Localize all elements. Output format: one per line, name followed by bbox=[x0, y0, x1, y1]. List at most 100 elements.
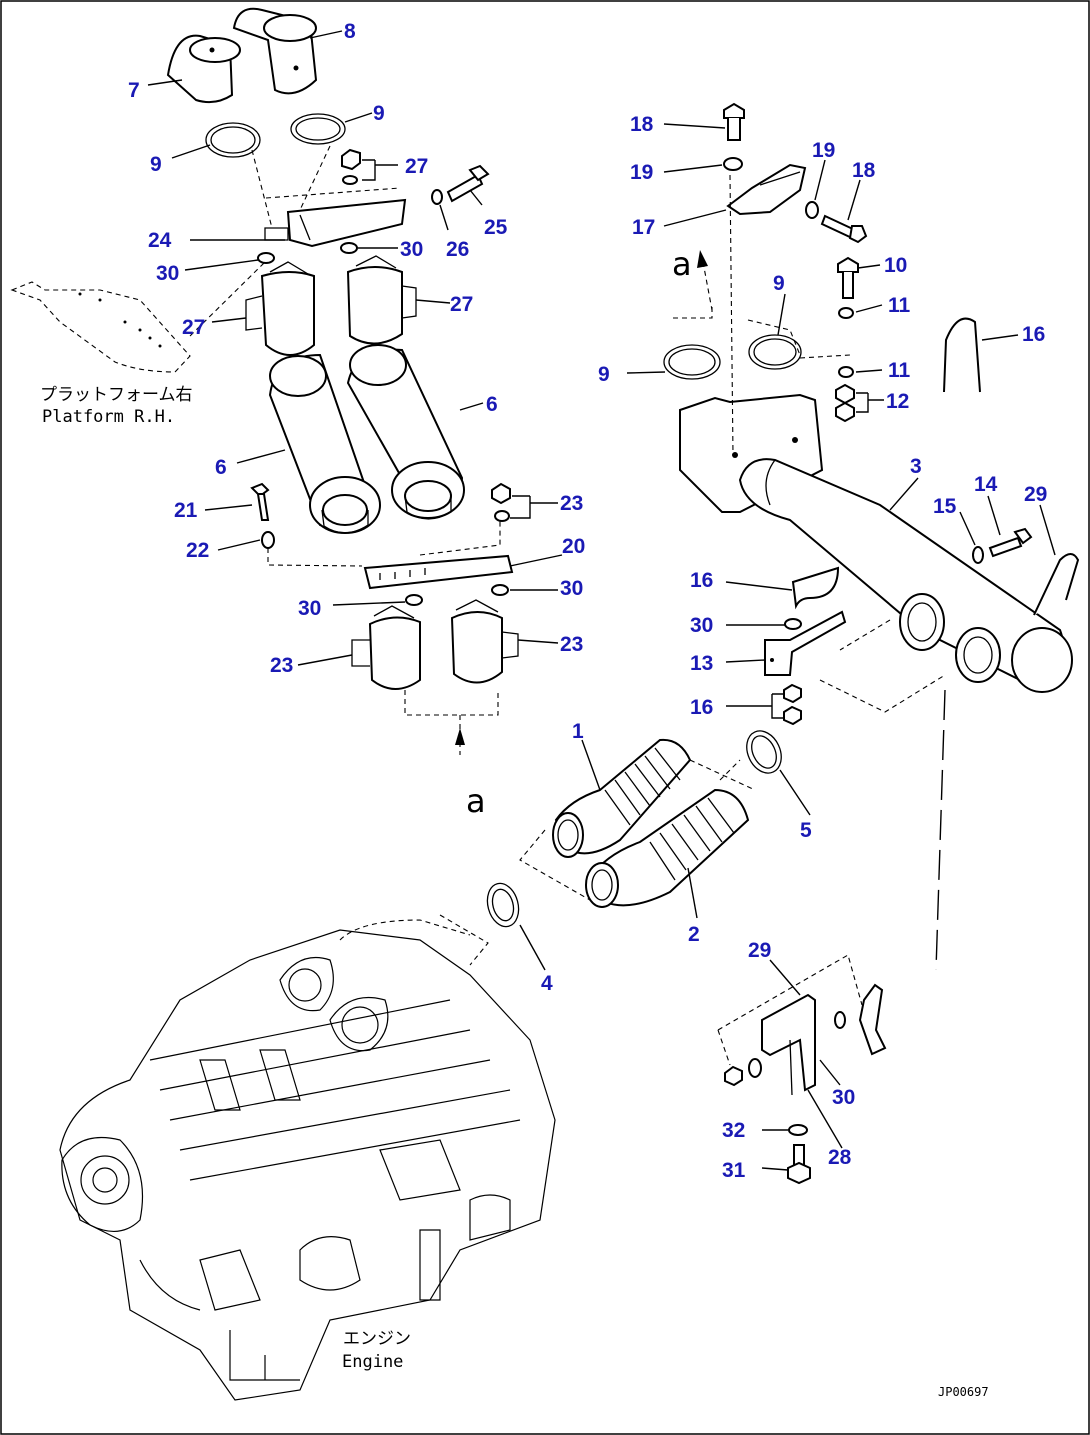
callout-9: 9 bbox=[773, 272, 785, 295]
bolt-21 bbox=[250, 482, 270, 521]
callout-29: 29 bbox=[1024, 483, 1047, 506]
bolt-14 bbox=[988, 527, 1033, 558]
washer-30-c bbox=[784, 618, 802, 630]
callout-6: 6 bbox=[486, 393, 498, 416]
callout-27: 27 bbox=[450, 293, 473, 316]
view-label-a-top: a bbox=[672, 245, 692, 283]
clamp-9-right bbox=[748, 334, 802, 370]
view-label-a-bottom: a bbox=[466, 782, 486, 820]
band-23-left bbox=[351, 605, 421, 690]
band-27-right bbox=[346, 255, 417, 345]
bellows-2 bbox=[585, 788, 750, 908]
callout-14: 14 bbox=[974, 473, 998, 496]
tail-pipe-8 bbox=[232, 7, 318, 95]
callout-20: 20 bbox=[562, 535, 585, 558]
callout-5: 5 bbox=[800, 819, 812, 842]
bracket-24 bbox=[264, 198, 407, 248]
callout-9: 9 bbox=[598, 363, 610, 386]
callout-8: 8 bbox=[344, 20, 356, 43]
drawing-code: JP00697 bbox=[938, 1385, 989, 1399]
bracket-28 bbox=[761, 993, 816, 1096]
bracket-13 bbox=[764, 610, 847, 676]
washer-30-b bbox=[405, 584, 509, 606]
callout-30: 30 bbox=[400, 238, 423, 261]
view-arrow-a-bottom bbox=[455, 715, 465, 755]
washer-30-d bbox=[834, 1011, 846, 1029]
clamp-9-left bbox=[205, 122, 261, 158]
washer-19-side bbox=[805, 201, 819, 219]
callout-32: 32 bbox=[722, 1119, 745, 1142]
bolt-31 bbox=[787, 1144, 811, 1185]
callout-7: 7 bbox=[128, 79, 140, 102]
leader-lines bbox=[147, 30, 1056, 1171]
callout-16: 16 bbox=[1022, 323, 1045, 346]
bracket-17 bbox=[726, 163, 807, 216]
washer-11-b bbox=[838, 366, 854, 378]
clamp-9-right-top bbox=[290, 113, 346, 145]
callout-19: 19 bbox=[630, 161, 653, 184]
washer-26 bbox=[431, 189, 443, 205]
callout-3: 3 bbox=[910, 455, 922, 478]
callout-4: 4 bbox=[541, 972, 553, 995]
bolt-18-top bbox=[723, 102, 745, 141]
callout-18: 18 bbox=[852, 159, 876, 182]
callout-9: 9 bbox=[150, 153, 162, 176]
bolt-25 bbox=[446, 164, 490, 203]
nut-27 bbox=[341, 148, 361, 185]
band-27-left bbox=[245, 261, 315, 356]
washer-32 bbox=[788, 1124, 808, 1136]
engine-label-jp: エンジン bbox=[343, 1329, 411, 1349]
callout-28: 28 bbox=[828, 1146, 852, 1169]
callout-15: 15 bbox=[933, 495, 957, 518]
callout-19: 19 bbox=[812, 139, 835, 162]
callout-23: 23 bbox=[560, 492, 583, 515]
callout-16: 16 bbox=[690, 569, 713, 592]
nut-16 bbox=[783, 683, 802, 726]
callout-30: 30 bbox=[560, 577, 583, 600]
washer-30-a bbox=[257, 242, 358, 264]
engine-label-en: Engine bbox=[342, 1352, 403, 1372]
washer-19-top bbox=[723, 157, 743, 171]
platform-label-en: Platform R.H. bbox=[42, 407, 175, 427]
nut-23-group bbox=[491, 482, 511, 522]
callout-18: 18 bbox=[630, 113, 654, 136]
callout-16: 16 bbox=[690, 696, 713, 719]
callout-30: 30 bbox=[298, 597, 321, 620]
platform-label-jp: プラットフォーム右 bbox=[40, 385, 193, 405]
callout-30: 30 bbox=[832, 1086, 855, 1109]
nuts-lower bbox=[724, 1058, 762, 1087]
bolt-10 bbox=[837, 256, 859, 299]
callout-23: 23 bbox=[560, 633, 583, 656]
bracket-20 bbox=[363, 554, 514, 590]
callout-22: 22 bbox=[186, 539, 209, 562]
callout-21: 21 bbox=[174, 499, 198, 522]
washer-15 bbox=[972, 546, 984, 564]
washer-11-a bbox=[838, 307, 854, 319]
band-23-right bbox=[450, 599, 519, 684]
u-bolt-29-top bbox=[1033, 553, 1080, 616]
washer-22 bbox=[261, 531, 275, 549]
engine-outline bbox=[59, 919, 556, 1401]
callout-11: 11 bbox=[888, 294, 911, 317]
muffler-6-left bbox=[268, 353, 381, 534]
view-arrow-a-top bbox=[697, 250, 713, 311]
callout-10: 10 bbox=[884, 254, 907, 277]
callout-2: 2 bbox=[688, 923, 700, 946]
callout-23: 23 bbox=[270, 654, 293, 677]
bracket-29-lower bbox=[717, 954, 887, 1066]
callout-31: 31 bbox=[722, 1159, 746, 1182]
tail-pipe-7 bbox=[166, 34, 241, 104]
callout-29: 29 bbox=[748, 939, 771, 962]
callout-11: 11 bbox=[888, 359, 911, 382]
callout-24: 24 bbox=[148, 229, 172, 252]
exhaust-pipe-3 bbox=[679, 393, 1073, 693]
u-bolt-16-top bbox=[943, 317, 981, 393]
bellows-1 bbox=[552, 738, 692, 858]
callout-1: 1 bbox=[572, 720, 584, 743]
callout-numbers: 7 8 9 9 27 25 26 24 30 30 27 27 6 6 21 2… bbox=[128, 20, 1047, 1182]
callout-12: 12 bbox=[886, 390, 909, 413]
bolt-18-side bbox=[820, 214, 868, 244]
callout-9: 9 bbox=[373, 102, 385, 125]
